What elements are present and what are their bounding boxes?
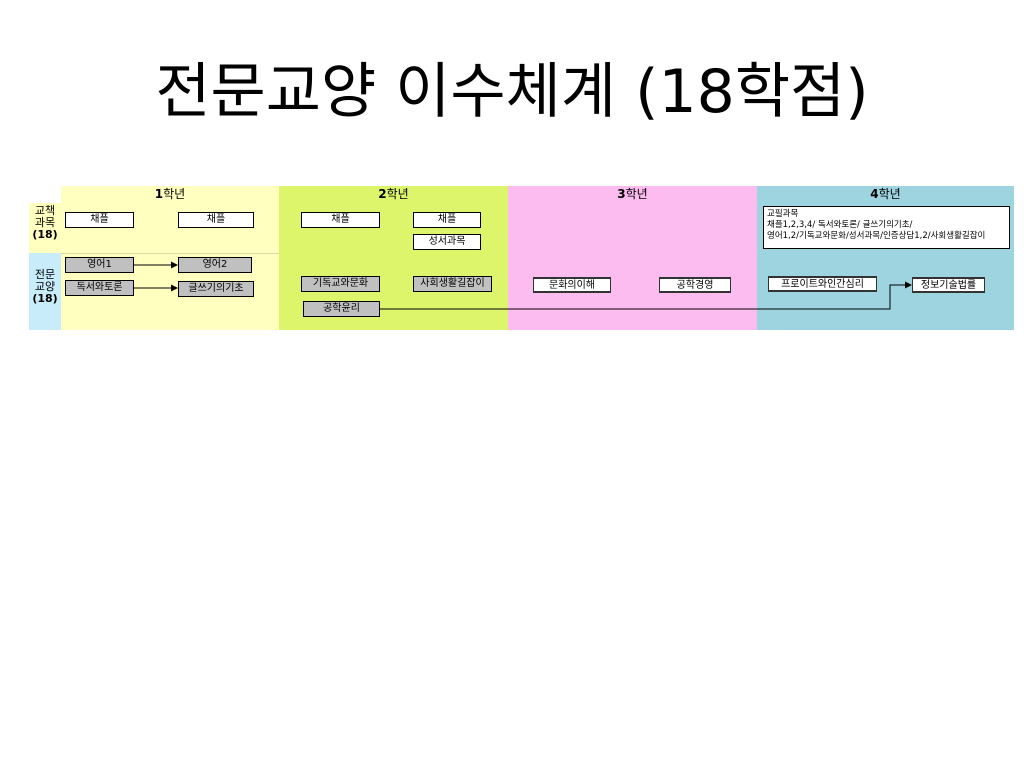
note-line: 채플1,2,3,4/ 독서와토론/ 글쓰기의기초/ [767,220,913,230]
course-engineering-ethics: 공학윤리 [303,301,380,317]
row-label-line2: 교양 [34,280,56,293]
course-social-life-guide: 사회생활길잡이 [413,276,492,292]
row-label-credits: (18) [32,228,58,241]
course-it-law: 정보기술법률 [912,277,985,293]
page-title: 전문교양 이수체계 (18학점) [155,57,869,127]
year-header-4: 4학년 [757,186,1014,203]
required-courses-note: 교필과목 채플1,2,3,4/ 독서와토론/ 글쓰기의기초/ 영어1,2/기독교… [763,206,1010,249]
course-engineering-management: 공학경영 [659,277,731,293]
year-header-3: 3학년 [508,186,757,203]
row-label-core: 교책 과목 (18) [29,203,61,253]
course-chapel: 채플 [65,212,134,228]
row-label-line1: 교책 [34,204,56,217]
row-label-line1: 전문 [34,268,56,281]
note-line: 영어1,2/기독교와문화/성서과목/인증상담1,2/사회생활길잡이 [767,231,986,241]
year-header-1: 1학년 [61,186,279,203]
course-chapel: 채플 [301,212,380,228]
course-chapel: 채플 [178,212,254,228]
course-reading-debate: 독서와토론 [65,280,134,296]
year-column-3 [508,203,757,330]
year-number: 3 [617,187,626,201]
course-english-1: 영어1 [65,257,134,273]
year-number: 1 [154,187,164,201]
row-label-liberal: 전문 교양 (18) [29,253,61,330]
year-label: 학년 [386,187,409,201]
course-writing-basics: 글쓰기의기초 [178,281,254,297]
course-culture-understanding: 문화의이해 [533,277,611,293]
course-christianity-culture: 기독교와문화 [301,276,380,292]
course-freud-psychology: 프로이트와인간심리 [768,276,877,292]
year-header-2: 2학년 [279,186,508,203]
row-label-line2: 과목 [34,216,56,229]
year-label: 학년 [625,187,648,201]
year-label: 학년 [163,187,186,201]
year-label: 학년 [878,187,901,201]
course-chapel: 채플 [413,212,481,228]
year-number: 2 [378,187,387,201]
note-line: 교필과목 [767,209,799,219]
course-bible: 성서과목 [413,234,481,250]
row-label-credits: (18) [32,292,58,305]
year-number: 4 [870,187,879,201]
course-english-2: 영어2 [178,257,252,273]
row-divider [61,253,279,254]
